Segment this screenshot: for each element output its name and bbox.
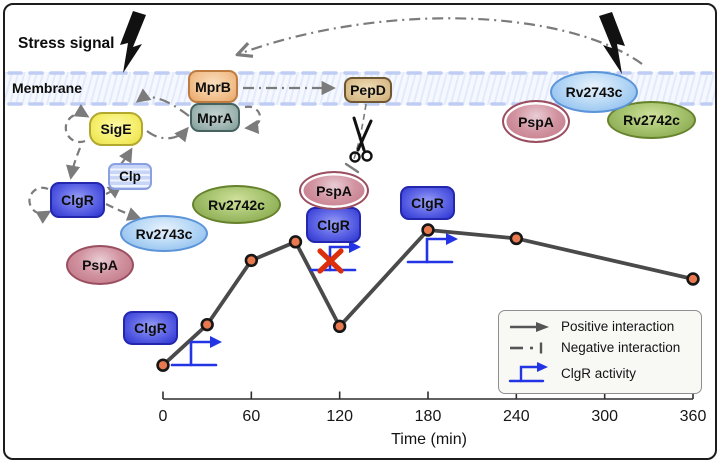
legend-label: ClgR activity — [561, 365, 637, 381]
node-clgr-t0: ClgR — [123, 311, 178, 345]
x-tick-label: 0 — [159, 408, 168, 425]
node-rv2743c-right: Rv2743c — [550, 71, 638, 113]
x-tick-label: 60 — [242, 408, 260, 425]
legend-box: Positive interaction Negative interactio… — [498, 310, 702, 394]
node-label: Rv2743c — [565, 84, 623, 100]
node-label: ClgR — [61, 192, 94, 208]
x-tick-label: 360 — [680, 408, 707, 425]
node-clgr-t120: ClgR — [306, 207, 361, 243]
negative-t-bar-on-pspa — [344, 162, 360, 174]
membrane-label: Membrane — [12, 80, 83, 96]
data-point — [200, 317, 214, 332]
node-label: SigE — [100, 121, 132, 137]
node-sige: SigE — [89, 112, 143, 146]
data-point — [156, 358, 170, 372]
data-point — [288, 235, 303, 249]
x-tick-label: 300 — [591, 408, 618, 425]
node-label: MprA — [197, 109, 233, 126]
scissors-icon — [349, 116, 373, 163]
node-pspa-right: PspA — [502, 100, 570, 143]
node-mpra: MprA — [190, 103, 240, 132]
arrow-clp-to-sige — [118, 147, 133, 165]
node-rv2742c-right: Rv2742c — [607, 101, 696, 139]
node-label: PepD — [350, 82, 386, 98]
node-rv2742c-mid: Rv2742c — [192, 185, 281, 224]
node-clgr-pathway: ClgR — [50, 182, 105, 218]
sige-self-loop-arrow — [64, 103, 90, 144]
negative-dashdot-bar-icon — [510, 342, 543, 353]
node-pspa-mid: PspA — [299, 171, 369, 210]
node-mprb: MprB — [188, 70, 238, 103]
node-label: PspA — [316, 182, 352, 199]
legend-label: Positive interaction — [561, 319, 675, 334]
blocked-promoter-red-cross — [317, 248, 344, 274]
legend-label: Negative interaction — [561, 340, 681, 355]
node-label: Rv2743c — [135, 225, 193, 242]
node-label: ClgR — [317, 217, 350, 233]
node-label: ClgR — [411, 195, 444, 211]
data-point — [332, 319, 347, 334]
node-rv2743c-left: Rv2743c — [120, 215, 208, 252]
lightning-bolt-icon — [599, 12, 625, 74]
node-clgr-t180: ClgR — [400, 186, 455, 220]
clgr-activity-line-chart: 0 60 120 180 240 300 360 — [156, 223, 707, 425]
node-label: Clp — [119, 169, 141, 184]
stress-signal-label: Stress signal — [18, 35, 115, 52]
x-axis-title: Time (min) — [391, 431, 467, 448]
pepd-cleavage-line — [352, 103, 367, 163]
x-tick-label: 240 — [503, 408, 530, 425]
node-label: ClgR — [134, 320, 167, 336]
node-clp: Clp — [108, 163, 152, 190]
node-label: Rv2742c — [623, 112, 680, 128]
node-label: PspA — [518, 113, 554, 130]
negative-arc-rv2743c-to-mprb — [239, 17, 643, 65]
node-label: PspA — [82, 257, 118, 273]
arrow-sige-to-clgr — [66, 147, 82, 180]
node-label: MprB — [195, 78, 231, 95]
x-tick-label: 180 — [415, 408, 442, 425]
data-point — [509, 231, 524, 246]
node-pepd: PepD — [344, 77, 392, 103]
node-label: Rv2742c — [208, 196, 265, 213]
x-tick-label: 120 — [326, 408, 353, 425]
lightning-bolt-icon — [120, 11, 146, 73]
arrow-clgr-to-rv2743c — [105, 203, 142, 221]
promoter-bent-arrow-icon — [508, 362, 548, 383]
legend-item-positive: Positive interaction — [499, 319, 701, 334]
positive-arrow-icon — [510, 321, 549, 332]
clgr-self-loop-arrow — [28, 186, 52, 224]
data-point — [686, 272, 700, 286]
clgr-activity-curve — [161, 228, 694, 367]
legend-item-clgr-activity: ClgR activity — [499, 361, 701, 385]
mpra-self-loop-arrow — [244, 105, 261, 134]
arrow-mpra-to-sige — [135, 88, 190, 117]
node-pspa-left: PspA — [66, 245, 134, 285]
data-point — [244, 253, 259, 268]
arrow-sige-to-mpra — [146, 126, 189, 143]
data-point — [421, 223, 435, 237]
legend-item-negative: Negative interaction — [499, 340, 701, 355]
promoter-arrow-t180 — [406, 231, 460, 264]
